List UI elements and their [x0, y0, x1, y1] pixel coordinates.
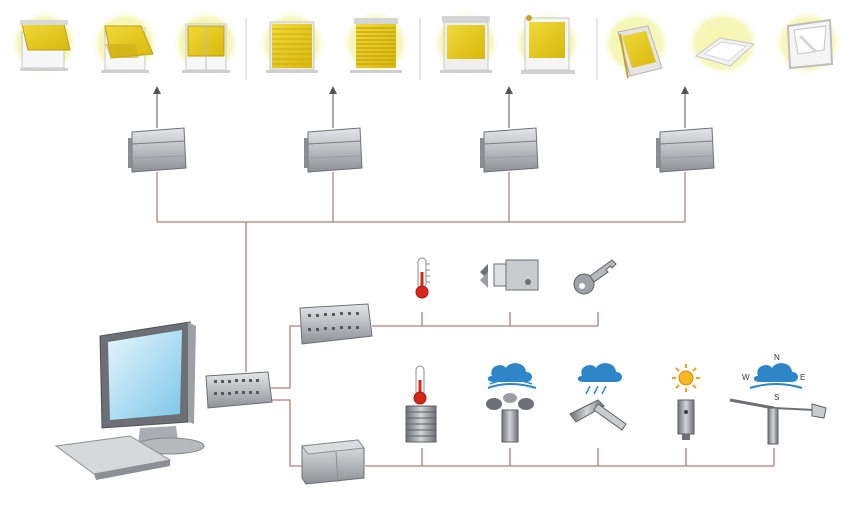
venetian-blind-icon: [342, 10, 410, 76]
actuator-module-icon: [480, 127, 539, 173]
projection-awning-icon: [91, 10, 159, 76]
temperature-sensor-icon: [405, 365, 437, 443]
wind-direction-icon: N W E S: [729, 353, 827, 445]
weather-station-box-icon: [301, 439, 365, 485]
compass-west-label: W: [742, 373, 750, 382]
sun-sensor-icon: [672, 364, 700, 440]
top-row-actuated-devices: [10, 10, 842, 80]
input-module-icon: [299, 303, 373, 345]
window-blind-icon: [172, 10, 240, 76]
thermometer-icon: [415, 257, 430, 299]
wind-sensor-icon: [486, 363, 537, 443]
actuator-module-icon: [656, 127, 715, 173]
bus-wiring: [156, 172, 775, 467]
compass-north-label: N: [774, 353, 780, 362]
actuator-module-icon: [128, 127, 187, 173]
control-computer-icon: [54, 321, 205, 480]
key-switch-icon: [573, 259, 617, 295]
actuator-module-icon: [304, 127, 363, 173]
compass-east-label: E: [800, 373, 805, 382]
rain-sensor-icon: [569, 363, 627, 431]
skylight-icon: [686, 10, 760, 76]
central-controller-icon: [205, 371, 273, 409]
actuator-modules: [128, 127, 715, 173]
roof-window-icon: [602, 10, 670, 79]
actuator-output-arrows: [153, 86, 689, 128]
roller-shutter-icon: [258, 10, 326, 76]
awning-icon: [10, 10, 78, 76]
roller-blind-icon: [513, 10, 581, 76]
window-shade-icon: [432, 10, 500, 76]
window-contact-icon: [480, 259, 539, 291]
vent-window-icon: [774, 10, 842, 76]
compass-south-label: S: [774, 393, 779, 402]
